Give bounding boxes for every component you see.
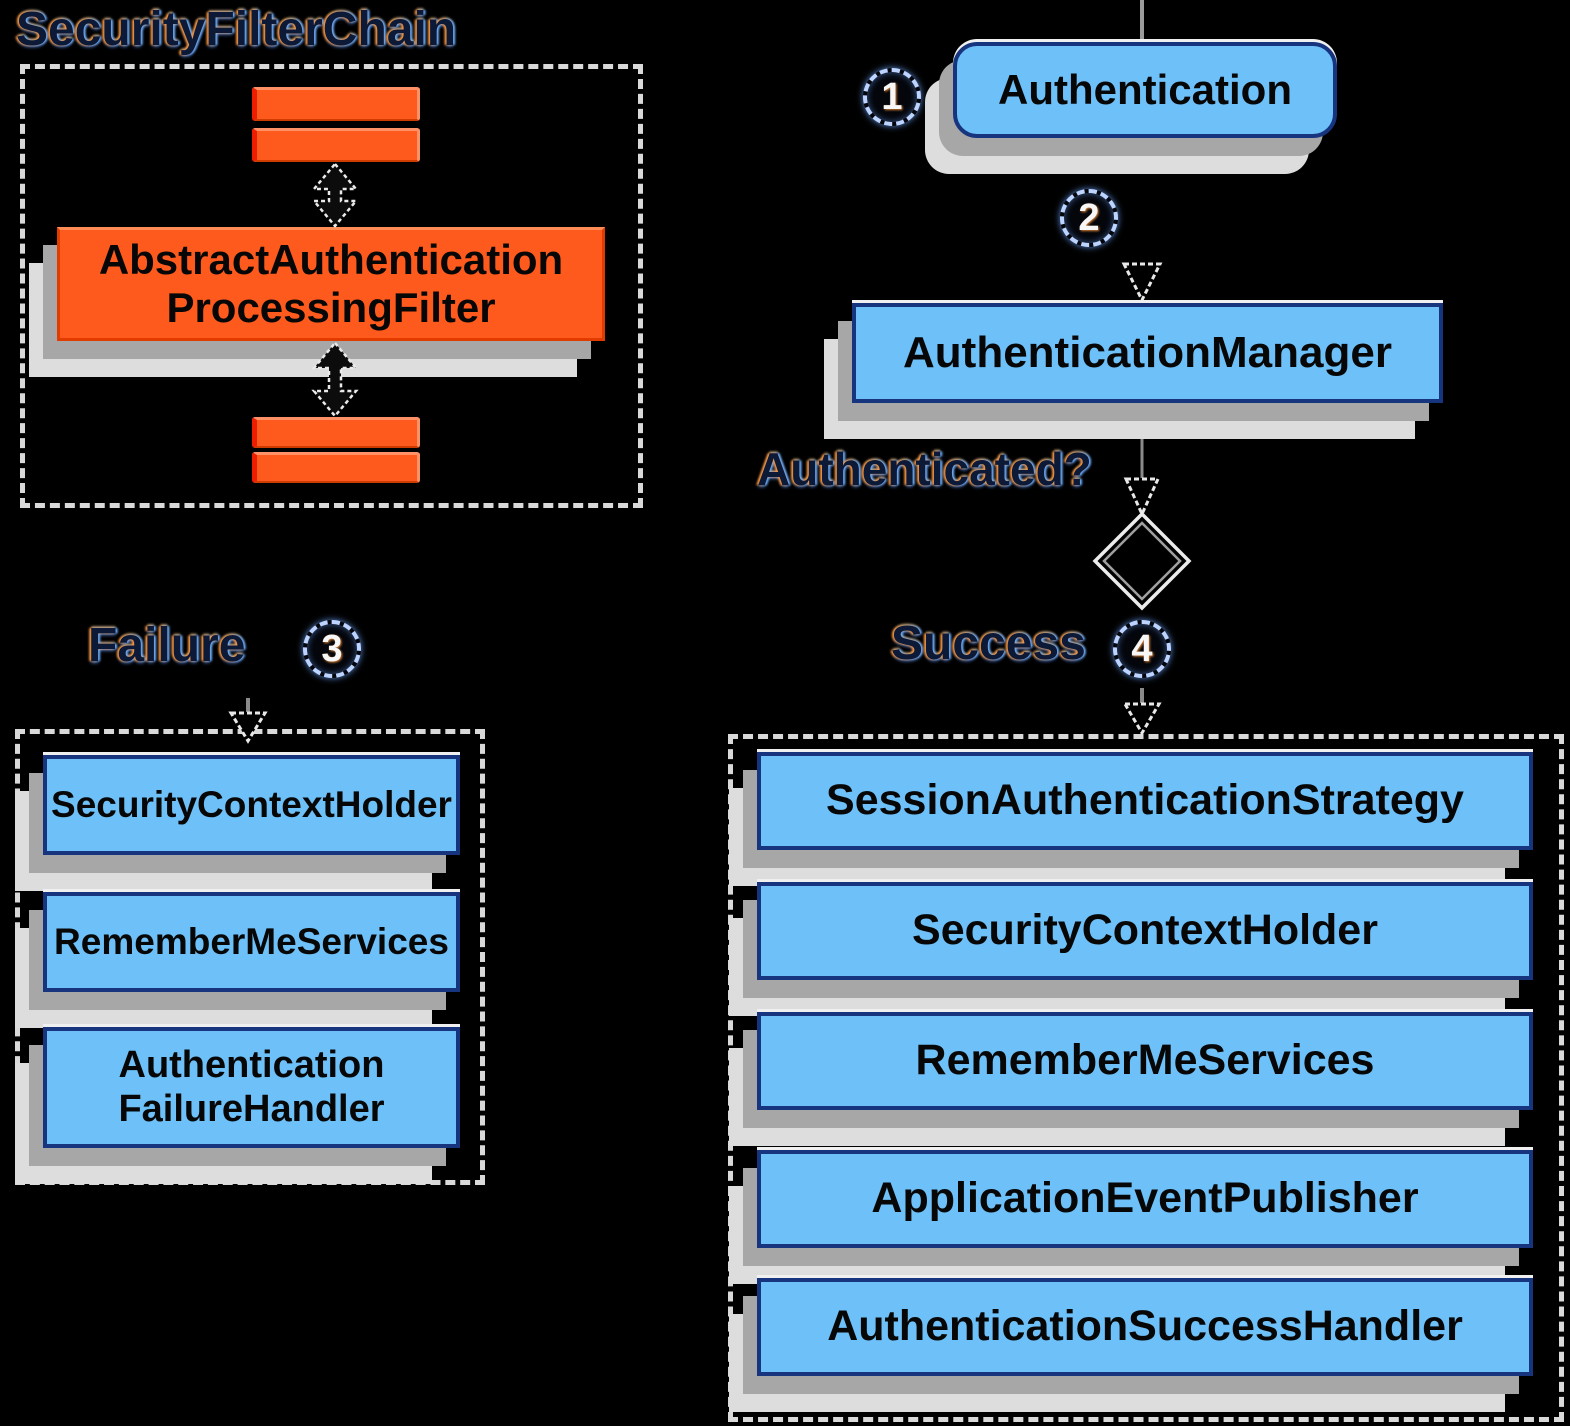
step-1-badge: 1 [863,68,921,126]
filter-slot-bar-1 [252,87,420,121]
success-item-application-event-publisher: ApplicationEventPublisher [757,1150,1533,1248]
arrowhead-into-decision-icon [1123,477,1161,518]
failure-item-security-context-holder: SecurityContextHolder [43,755,460,855]
failure-panel: SecurityContextHolder RememberMeServices… [15,729,485,1185]
failure-item-authentication-failure-handler: Authentication FailureHandler [43,1027,460,1148]
success-label: Success [891,617,1086,670]
filter-slot-bar-2 [252,128,420,162]
authentication-box: Authentication [953,42,1337,138]
step-2-badge: 2 [1060,189,1118,247]
security-filter-chain-title: SecurityFilterChain [16,3,457,56]
abstract-authentication-processing-filter-box: AbstractAuthentication ProcessingFilter [57,227,605,341]
success-item-remember-me-services: RememberMeServices [757,1012,1533,1110]
step-3-badge: 3 [303,620,361,678]
arrowhead-into-success-panel-icon [1122,702,1162,736]
success-item-security-context-holder: SecurityContextHolder [757,882,1533,980]
security-filter-chain-panel: AbstractAuthentication ProcessingFilter [20,64,643,508]
authentication-manager-box: AuthenticationManager [852,303,1443,403]
filter-slot-bar-4 [252,452,420,483]
success-item-session-authentication-strategy: SessionAuthenticationStrategy [757,752,1533,850]
success-panel: SessionAuthenticationStrategy SecurityCo… [728,734,1564,1422]
success-item-authentication-success-handler: AuthenticationSuccessHandler [757,1278,1533,1376]
failure-label: Failure [88,619,246,672]
arrowhead-into-manager-icon [1121,262,1163,304]
authenticated-question-label: Authenticated? [757,443,1092,495]
failure-item-remember-me-services: RememberMeServices [43,892,460,992]
step-4-badge: 4 [1113,620,1171,678]
decision-diamond [1092,511,1192,611]
filter-slot-bar-3 [252,417,420,448]
decision-diamond-inner [1102,521,1182,601]
